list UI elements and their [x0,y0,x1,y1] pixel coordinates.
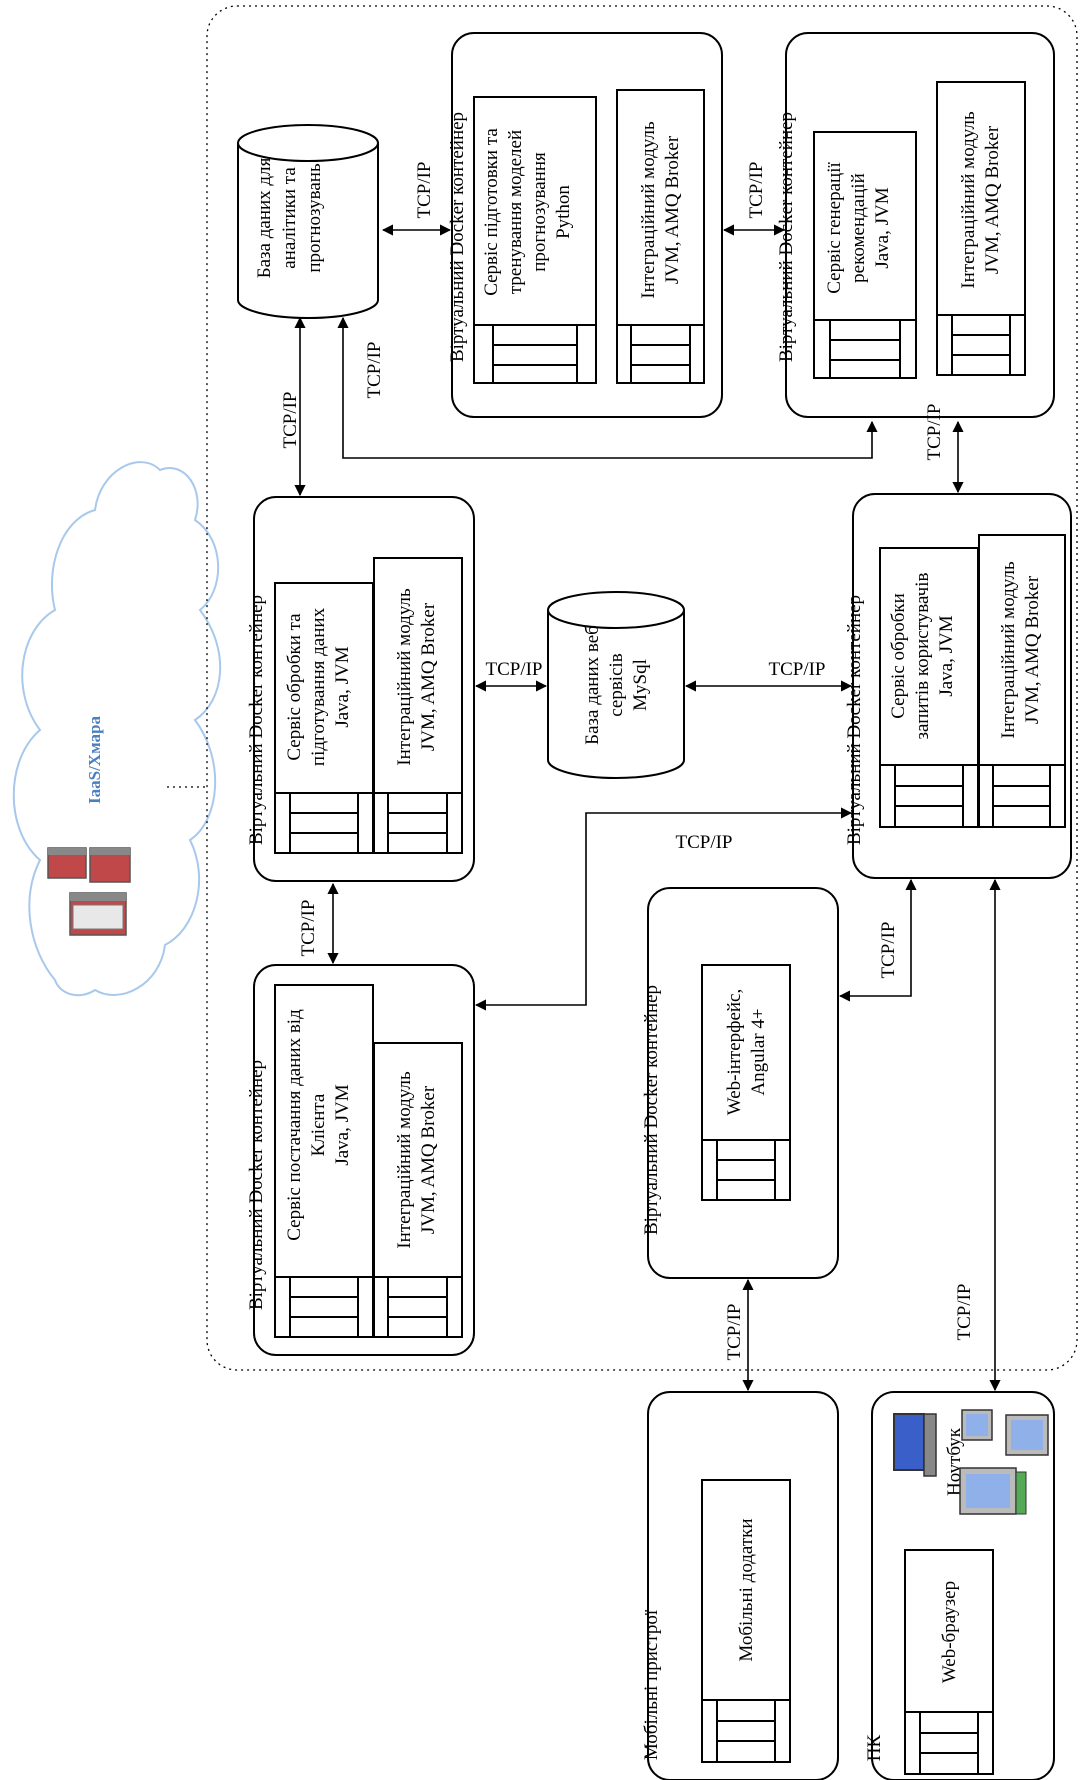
tcp-label-user-supply: TCP/IP [675,832,732,853]
web-ui-container-title: Віртуальний Docker контейнер [641,985,662,1235]
supply-module-line-1: Інтеграційний модуль [394,1071,415,1249]
user-container-title: Віртуальний Docker контейнер [844,595,865,845]
analytics-db-line-1: База даних для [254,157,275,278]
supply-service-line-2: Клієнта [308,1093,329,1156]
tcp-label-processing-webdb: TCP/IP [485,659,542,680]
mobile-container-title: Мобільні пристрої [641,1609,662,1760]
supply-service-container: Віртуальний Docker контейнер Сервіс пост… [246,965,474,1355]
pc-container: ПК Web-браузер Ноутбук [864,1392,1054,1780]
mobile-app-label: Мобільні додатки [736,1518,757,1661]
user-service-line-3: Java, JVM [936,615,957,696]
ml-service-container: Віртуальний Docker контейнер Сервіс підг… [447,33,722,417]
ml-service-line-3: прогнозування [529,152,550,272]
supply-service-line-1: Сервіс постачання даних від [284,1009,305,1241]
processing-module-line-1: Інтеграційний модуль [394,588,415,766]
processing-service-line-2: підготування даних [308,607,329,766]
processing-service-container: Віртуальний Docker контейнер Сервіс обро… [246,497,474,881]
web-ui-line-1: Web-інтерфейс, [724,989,745,1115]
tcp-label-ml-db: TCP/IP [414,161,435,218]
web-db-line-2: сервісів [606,653,627,717]
web-db-line-1: База даних веб [582,625,603,745]
tcp-label-db-loop: TCP/IP [364,341,385,398]
tcp-label-processing-supply: TCP/IP [298,899,319,956]
supply-container-title: Віртуальний Docker контейнер [246,1060,267,1310]
pc-container-title: ПК [864,1734,885,1761]
ml-service-line-1: Сервіс підготовки та [481,128,502,296]
processing-service-line-3: Java, JVM [332,646,353,727]
user-service-line-2: запитів користувачів [912,573,933,740]
tcp-label-ml-recommend: TCP/IP [746,161,767,218]
cloud-region: IaaS/Хмара [14,462,220,995]
ml-service-line-4: Python [553,185,574,239]
tcp-label-webdb-user: TCP/IP [768,659,825,680]
processing-container-title: Віртуальний Docker контейнер [246,595,267,845]
analytics-db: База даних для аналітики та прогнозувань [238,125,378,318]
recommend-service-line-3: Java, JVM [872,187,893,268]
mobile-container: Мобільні пристрої Мобільні додатки [641,1392,838,1780]
cloud-label: IaaS/Хмара [85,716,104,804]
user-module-line-1: Інтеграційний модуль [998,561,1019,739]
ml-service-line-2: тренування моделей [505,130,526,294]
ml-module-line-2: JVM, AMQ Broker [662,135,683,284]
recommend-service-line-2: рекомендацій [848,173,869,283]
analytics-db-line-2: аналітики та [279,167,300,269]
processing-module-line-2: JVM, AMQ Broker [418,602,439,751]
tcp-label-webui-mobile: TCP/IP [724,1303,745,1360]
ml-container-title: Віртуальний Docker контейнер [447,112,468,362]
processing-service-line-1: Сервіс обробки та [284,613,305,761]
web-db-line-3: MySql [630,659,651,711]
laptop-icon [894,1414,936,1476]
user-module-line-2: JVM, AMQ Broker [1022,575,1043,724]
web-db: База даних веб сервісів MySql [548,592,684,778]
user-service-line-1: Сервіс обробки [888,593,909,719]
browser-label: Web-браузер [939,1581,960,1683]
tcp-label-db-processing: TCP/IP [280,391,301,448]
supply-service-line-3: Java, JVM [332,1084,353,1165]
recommend-service-line-1: Сервіс генерації [824,162,845,294]
web-ui-container: Віртуальний Docker контейнер Web-інтерфе… [641,888,838,1278]
recommend-module-line-1: Інтеграційний модуль [958,111,979,289]
analytics-db-line-3: прогнозувань [304,163,325,273]
tcp-label-user-webui: TCP/IP [878,921,899,978]
supply-module-line-2: JVM, AMQ Broker [418,1085,439,1234]
web-ui-line-2: Angular 4+ [748,1008,769,1095]
ml-module-line-1: Інтеграційний модуль [638,121,659,299]
user-service-container: Віртуальний Docker контейнер Сервіс обро… [844,494,1071,878]
recommend-service-container: Віртуальний Docker контейнер Сервіс гене… [776,33,1054,417]
tcp-label-user-pc: TCP/IP [954,1283,975,1340]
recommend-container-title: Віртуальний Docker контейнер [776,112,797,362]
tcp-label-recommend-user: TCP/IP [924,403,945,460]
recommend-module-line-2: JVM, AMQ Broker [982,125,1003,274]
